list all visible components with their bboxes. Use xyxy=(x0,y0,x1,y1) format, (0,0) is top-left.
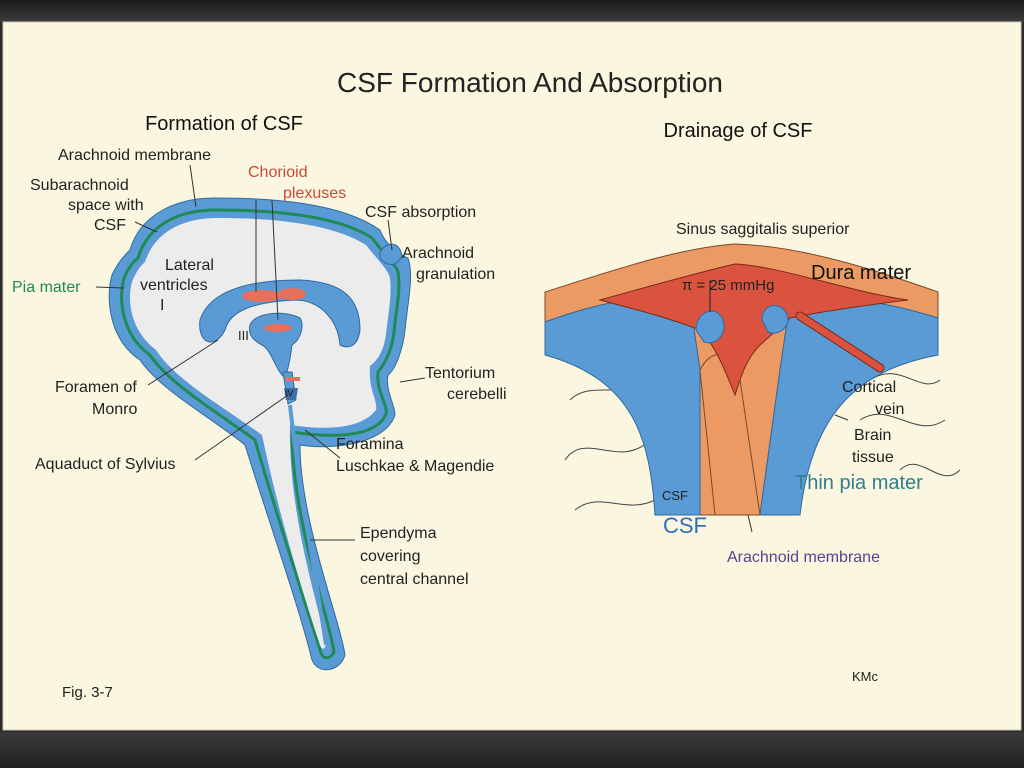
label-cortical-2: vein xyxy=(875,401,904,418)
drainage-labels: Sinus saggitalis superior Dura mater π =… xyxy=(662,221,923,566)
central-canal xyxy=(288,404,328,646)
label-lateral-1: Lateral xyxy=(165,257,214,274)
brain-tissue xyxy=(129,218,391,649)
leader-lines-left xyxy=(95,164,426,541)
label-sinus: Sinus saggitalis superior xyxy=(676,221,850,238)
label-pia-mater: Pia mater xyxy=(12,279,81,296)
label-chorioid-1: Chorioid xyxy=(248,164,308,181)
label-ventricle-i: I xyxy=(160,297,164,314)
label-aquaduct: Aquaduct of Sylvius xyxy=(35,456,176,473)
slide-title: CSF Formation And Absorption xyxy=(337,67,723,98)
label-csf-absorption: CSF absorption xyxy=(365,204,476,221)
label-subarachnoid-1: Subarachnoid xyxy=(30,177,129,194)
chorioid-plexus-lateral-2 xyxy=(278,288,306,300)
label-thin-pia-mater: Thin pia mater xyxy=(795,472,923,494)
label-pressure: π = 25 mmHg xyxy=(682,277,774,294)
label-subarachnoid-3: CSF xyxy=(94,217,126,234)
label-csf-small: CSF xyxy=(662,488,688,503)
arachnoid-villus-left xyxy=(695,310,725,344)
chorioid-plexus-third xyxy=(264,324,292,332)
csf-space xyxy=(544,297,701,516)
label-arachnoid-membrane: Arachnoid membrane xyxy=(58,147,211,164)
cortical-vein-fill xyxy=(796,312,884,372)
fourth-ventricle xyxy=(284,388,298,400)
label-ventricle-iv: IV xyxy=(285,388,294,398)
label-ventricle-iii: III xyxy=(238,328,249,343)
chorioid-plexus-fourth xyxy=(286,377,300,381)
chorioid-plexus-lateral xyxy=(242,290,282,302)
lateral-ventricle xyxy=(199,279,361,348)
label-foramina-2: Luschkae & Magendie xyxy=(336,458,494,475)
label-brain-1: Brain xyxy=(854,427,891,444)
label-csf-large: CSF xyxy=(663,513,707,538)
arachnoid-granulation-bump xyxy=(379,243,403,265)
label-lateral-2: ventricles xyxy=(140,277,208,294)
drainage-diagram xyxy=(544,243,961,533)
brain-sagittal-diagram xyxy=(95,164,426,670)
credit: KMc xyxy=(852,669,879,684)
label-foramen-monro-2: Monro xyxy=(92,401,137,418)
formation-heading: Formation of CSF xyxy=(145,113,303,135)
label-cortical-1: Cortical xyxy=(842,379,896,396)
label-arachnoid-membrane-right: Arachnoid membrane xyxy=(727,549,880,566)
leader-lines-right xyxy=(747,414,849,533)
drainage-heading: Drainage of CSF xyxy=(664,120,813,142)
label-dura-mater: Dura mater xyxy=(811,262,911,284)
label-tentorium-2: cerebelli xyxy=(447,386,507,403)
figure-number: Fig. 3-7 xyxy=(62,684,113,701)
top-frame-band xyxy=(0,0,1024,22)
label-tentorium-1: Tentorium xyxy=(425,365,495,382)
label-subarachnoid-2: space with xyxy=(68,197,144,214)
label-foramina-1: Foramina xyxy=(336,436,404,453)
arachnoid-villus-right xyxy=(761,305,789,334)
label-arachnoid-granulation-2: granulation xyxy=(416,266,495,283)
label-ependyma-3: central channel xyxy=(360,571,469,588)
label-chorioid-2: plexuses xyxy=(283,185,346,202)
formation-labels: Arachnoid membrane Subarachnoid space wi… xyxy=(12,147,507,588)
label-brain-2: tissue xyxy=(852,449,894,466)
label-foramen-monro-1: Foramen of xyxy=(55,379,137,396)
brain-tissue-outline xyxy=(564,373,961,511)
label-arachnoid-granulation-1: Arachnoid xyxy=(402,245,474,262)
bottom-frame-band xyxy=(0,732,1024,768)
label-ependyma-2: covering xyxy=(360,548,420,565)
label-ependyma-1: Ependyma xyxy=(360,525,437,542)
